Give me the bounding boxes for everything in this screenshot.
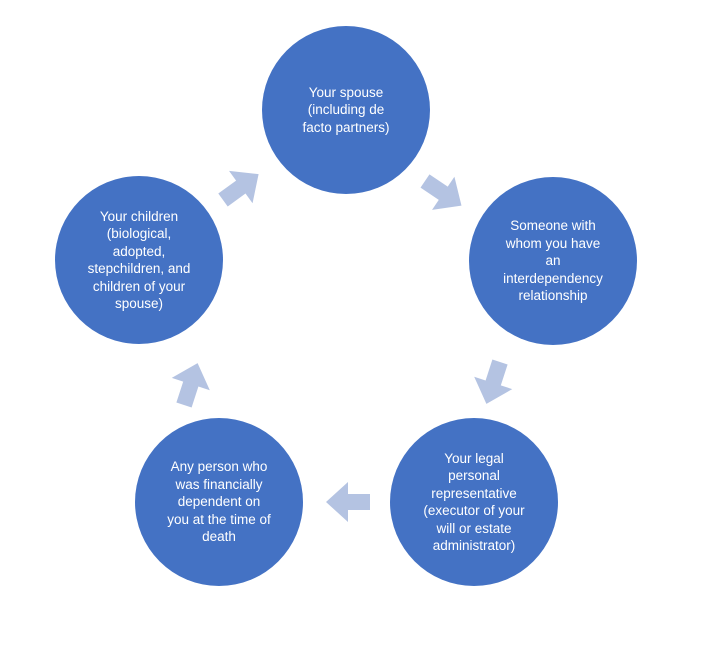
arrow-representative-to-dependent	[326, 482, 370, 522]
node-children-label: Your children (biological, adopted, step…	[87, 208, 191, 312]
node-interdependency: Someone with whom you have an interdepen…	[469, 177, 637, 345]
node-interdependency-label: Someone with whom you have an interdepen…	[503, 218, 603, 304]
arrow-spouse-to-interdependency	[420, 174, 462, 210]
arrow-interdependency-to-representative	[474, 359, 513, 404]
node-financial-dependent-label: Any person who was financially dependent…	[167, 459, 271, 545]
arrow-dependent-to-children	[171, 363, 210, 408]
node-legal-representative: Your legal personal representative (exec…	[390, 418, 558, 586]
node-financial-dependent: Any person who was financially dependent…	[135, 418, 303, 586]
arrow-children-to-spouse	[218, 170, 259, 207]
node-spouse-label: Your spouse (including de facto partners…	[302, 84, 390, 135]
node-legal-representative-label: Your legal personal representative (exec…	[423, 450, 525, 554]
node-children: Your children (biological, adopted, step…	[55, 176, 223, 344]
node-spouse: Your spouse (including de facto partners…	[262, 26, 430, 194]
